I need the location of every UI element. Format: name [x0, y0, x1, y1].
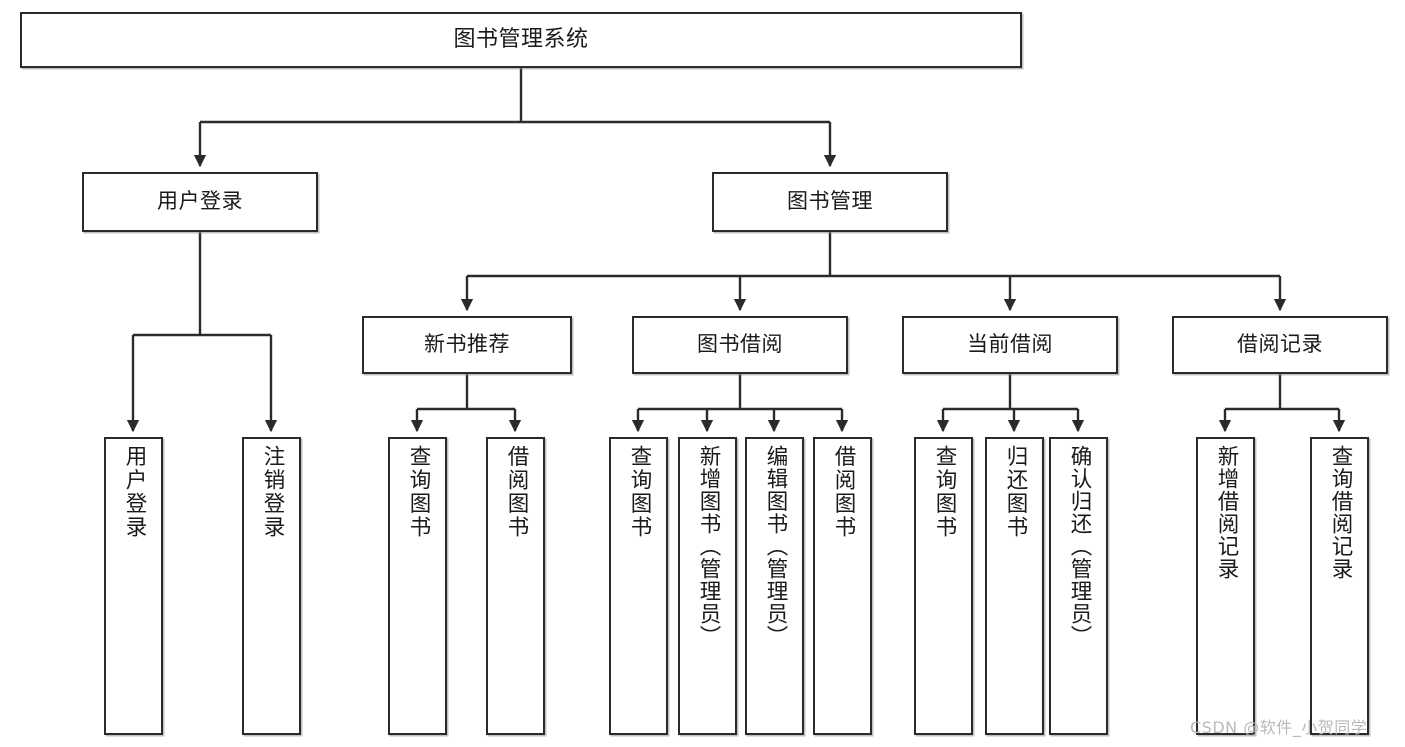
leaf-user-login[interactable]: 用户登录 [104, 437, 163, 735]
node-label: 图书管理系统 [453, 26, 589, 52]
node-new-book-recommend[interactable]: 新书推荐 [362, 316, 572, 374]
node-book-borrow[interactable]: 图书借阅 [632, 316, 848, 374]
node-book-management[interactable]: 图书管理 [712, 172, 948, 232]
node-label: 用户登录 [121, 445, 147, 539]
leaf-query-book-recommend[interactable]: 查询图书 [388, 437, 447, 735]
csdn-watermark: CSDN @软件_小贺同学 [1190, 718, 1368, 737]
node-current-borrow[interactable]: 当前借阅 [902, 316, 1118, 374]
node-label: 新书推荐 [424, 332, 510, 357]
node-label: 新增借阅记录 [1213, 445, 1239, 580]
node-user-login[interactable]: 用户登录 [82, 172, 318, 232]
node-label: 图书管理 [787, 189, 873, 214]
node-label: 图书借阅 [697, 332, 783, 357]
node-label: 归还图书 [1002, 445, 1028, 539]
leaf-borrow-book-recommend[interactable]: 借阅图书 [486, 437, 545, 735]
node-label: 借阅图书 [503, 445, 529, 539]
leaf-confirm-return-admin[interactable]: 确认归还（管理员） [1049, 437, 1108, 735]
node-label: 查询图书 [931, 445, 957, 539]
leaf-query-borrow-record[interactable]: 查询借阅记录 [1310, 437, 1369, 735]
node-borrow-record[interactable]: 借阅记录 [1172, 316, 1388, 374]
node-label: 编辑图书（管理员） [762, 445, 788, 648]
node-label: 确认归还（管理员） [1066, 445, 1092, 648]
leaf-query-book-current[interactable]: 查询图书 [914, 437, 973, 735]
node-label: 用户登录 [157, 189, 243, 214]
node-label: 新增图书（管理员） [695, 445, 721, 648]
leaf-return-book[interactable]: 归还图书 [985, 437, 1044, 735]
leaf-query-book-borrow[interactable]: 查询图书 [609, 437, 668, 735]
node-label: 查询借阅记录 [1327, 445, 1353, 580]
node-label: 注销登录 [259, 445, 285, 539]
node-label: 借阅记录 [1237, 332, 1323, 357]
node-label: 查询图书 [626, 445, 652, 539]
node-label: 查询图书 [405, 445, 431, 539]
leaf-edit-book-admin[interactable]: 编辑图书（管理员） [745, 437, 804, 735]
node-label: 借阅图书 [830, 445, 856, 539]
leaf-logout[interactable]: 注销登录 [242, 437, 301, 735]
node-label: 当前借阅 [967, 332, 1053, 357]
leaf-add-book-admin[interactable]: 新增图书（管理员） [678, 437, 737, 735]
leaf-borrow-book[interactable]: 借阅图书 [813, 437, 872, 735]
leaf-add-borrow-record[interactable]: 新增借阅记录 [1196, 437, 1255, 735]
node-root-book-management-system[interactable]: 图书管理系统 [20, 12, 1022, 68]
